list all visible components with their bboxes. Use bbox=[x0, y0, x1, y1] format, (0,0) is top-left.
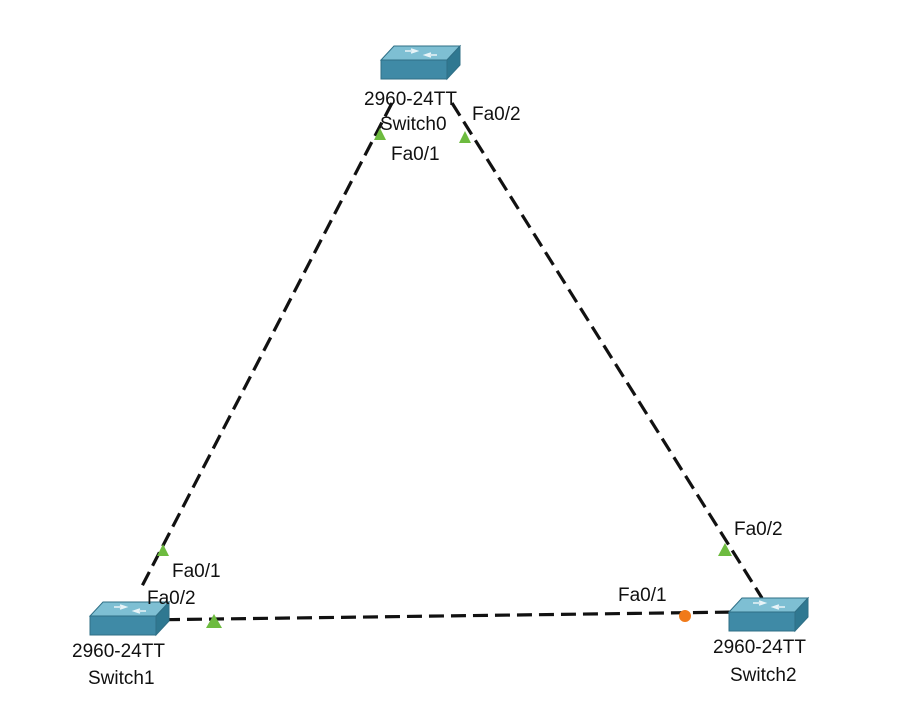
port-up-indicator-sw2-fa02 bbox=[718, 543, 732, 556]
switch1-model-label: 2960-24TT bbox=[72, 641, 165, 662]
link-switch1-switch2[interactable] bbox=[142, 610, 739, 622]
switch1-port-fa01-label: Fa0/1 bbox=[172, 561, 221, 582]
switch0-port-fa01-label: Fa0/1 bbox=[391, 144, 440, 165]
switch1-icon[interactable] bbox=[88, 600, 171, 637]
port-up-indicator-sw0-fa02 bbox=[459, 131, 471, 143]
switch2-port-fa01-label: Fa0/1 bbox=[618, 585, 667, 606]
switch1-port-fa02-label: Fa0/2 bbox=[147, 588, 196, 609]
switch2-icon[interactable] bbox=[727, 596, 810, 633]
link-switch0-switch2[interactable] bbox=[450, 102, 764, 599]
link-switch0-switch1[interactable] bbox=[138, 102, 394, 591]
switch2-port-fa02-label: Fa0/2 bbox=[734, 519, 783, 540]
port-up-indicator-sw0-fa01 bbox=[374, 128, 386, 140]
switch0-port-fa02-label: Fa0/2 bbox=[472, 104, 521, 125]
switch2-model-label: 2960-24TT bbox=[713, 637, 806, 658]
switch2-name-label: Switch2 bbox=[730, 665, 797, 686]
switch0-model-label: 2960-24TT bbox=[364, 89, 457, 110]
port-blocking-indicator-sw2-fa01 bbox=[679, 610, 691, 622]
switch0-name-label: Switch0 bbox=[380, 114, 447, 135]
port-up-indicator-sw1-fa01 bbox=[157, 544, 169, 556]
port-up-indicator-sw1-fa02 bbox=[206, 614, 222, 628]
switch1-name-label: Switch1 bbox=[88, 668, 155, 689]
switch0-icon[interactable] bbox=[379, 44, 462, 81]
